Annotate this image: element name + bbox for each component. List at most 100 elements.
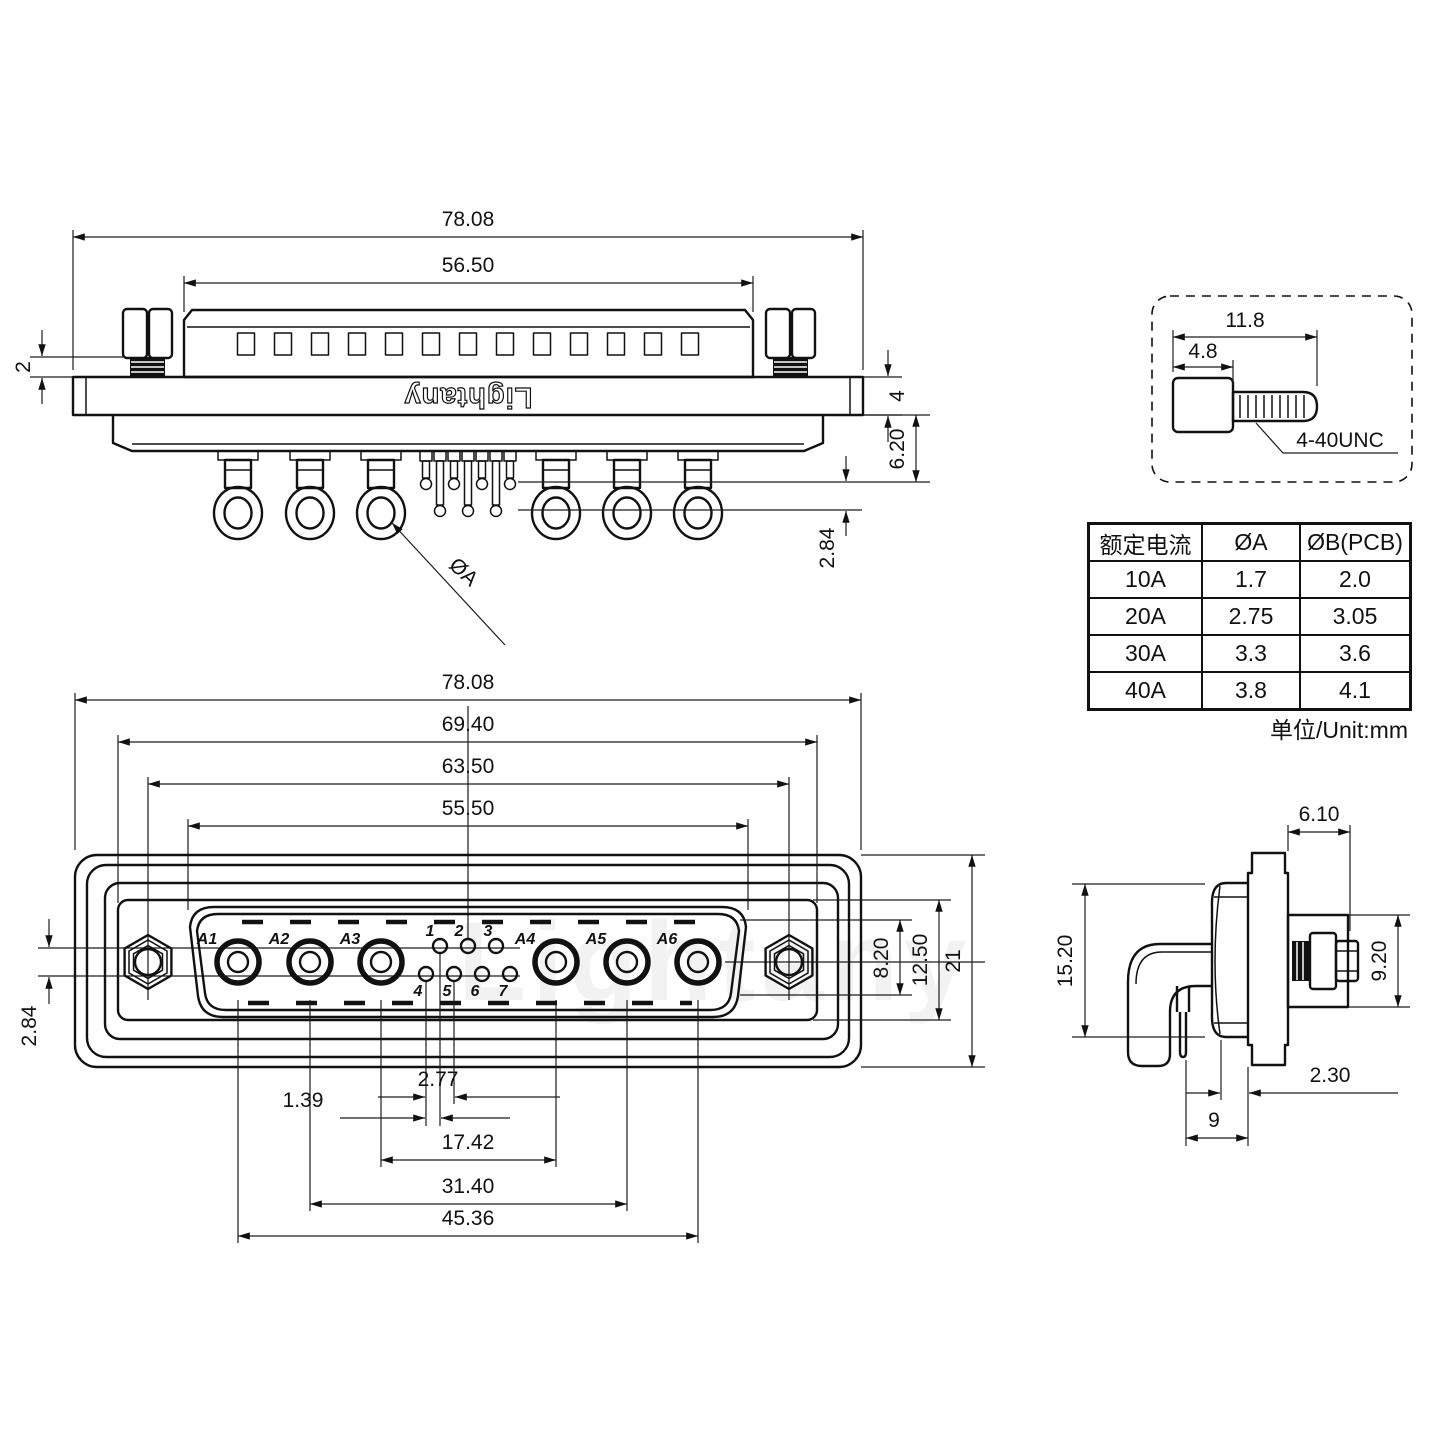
jack-screw-left	[121, 307, 174, 376]
table-row: 30A 3.3 3.6	[1087, 634, 1412, 673]
cell-dia-b: 3.05	[1299, 597, 1412, 636]
brand-logo-mirrored: Lightany	[404, 381, 533, 413]
table-header-dia-b: ØB(PCB)	[1299, 522, 1412, 562]
pin-label-1: 1	[426, 923, 435, 940]
dim-screw-length: 11.8	[1225, 309, 1264, 332]
pin-label-a5: A5	[585, 931, 608, 948]
table-row: 20A 2.75 3.05	[1087, 597, 1412, 636]
screw-head	[1171, 376, 1235, 434]
signal-pin	[489, 450, 503, 518]
signal-pin	[461, 450, 475, 518]
pin-label-4: 4	[413, 983, 423, 1000]
dim-front-span-a1-a6: 45.36	[442, 1207, 495, 1230]
hex-nut-left	[123, 933, 173, 991]
cell-dia-b: 3.6	[1299, 634, 1412, 673]
dim-screw-head-length: 4.8	[1188, 340, 1217, 363]
dim-top-flange-thickness: 4	[886, 390, 909, 402]
cell-dia-b: 4.1	[1299, 671, 1412, 711]
table-header-row: 额定电流 ØA ØB(PCB)	[1087, 522, 1412, 562]
pin-label-a3: A3	[339, 931, 361, 948]
dim-top-overall-width: 78.08	[442, 208, 495, 231]
housing-outer	[73, 853, 863, 1069]
cell-dia-a: 1.7	[1201, 560, 1301, 599]
dim-front-opening-height: 12.50	[909, 934, 932, 987]
table-row: 40A 3.8 4.1	[1087, 671, 1412, 711]
power-pins-front-view: A1 A2 A3 A4 A5 A6	[196, 931, 722, 986]
front-view: 78.08 69.40 63.50 55.50	[18, 671, 985, 1243]
dim-side-pin-to-flange: 9	[1208, 1109, 1220, 1132]
signal-pin	[475, 450, 489, 491]
side-view: 6.10	[1054, 803, 1410, 1146]
wire-slots	[236, 332, 700, 356]
thread-lines	[1239, 395, 1305, 418]
side-flange	[1246, 851, 1290, 1067]
detail-border	[1151, 295, 1413, 483]
top-view: 78.08 56.50	[12, 208, 930, 646]
signal-pin	[433, 450, 447, 518]
dim-side-rear-depth: 6.10	[1299, 803, 1340, 826]
pin-label-6: 6	[471, 983, 480, 1000]
unit-note: 单位/Unit:mm	[1270, 717, 1408, 743]
gasket	[116, 898, 819, 1022]
side-bent-pin	[1126, 942, 1212, 1068]
cell-dia-a: 3.8	[1201, 671, 1301, 711]
cell-current: 10A	[1087, 560, 1203, 599]
housing-shell	[85, 863, 851, 1059]
dim-front-overall-width: 78.08	[442, 671, 495, 694]
jack-screw-right	[764, 307, 817, 376]
dim-side-shell-height: 15.20	[1054, 935, 1077, 988]
d-shell-inner	[195, 912, 741, 1012]
eyelet-pin	[672, 450, 724, 541]
eyelet-pin	[601, 450, 653, 541]
pin-label-2: 2	[454, 923, 464, 940]
thread-spec-label: 4-40UNC	[1296, 429, 1384, 452]
hex-nut-right	[764, 933, 814, 991]
lower-shell	[111, 415, 825, 453]
eyelet-pin	[284, 450, 336, 541]
table-row: 10A 1.7 2.0	[1087, 560, 1412, 599]
cell-dia-a: 2.75	[1201, 597, 1301, 636]
pin-label-a6: A6	[656, 931, 678, 948]
dim-front-row-offset: 2.84	[18, 1005, 41, 1046]
cell-dia-b: 2.0	[1299, 560, 1412, 599]
d-shell-outer	[188, 905, 748, 1019]
pin-label-7: 7	[499, 983, 509, 1000]
dim-top-screw-gap: 2	[12, 361, 35, 373]
signal-pin	[503, 450, 517, 491]
signal-pin	[419, 450, 433, 491]
dim-front-span-a2-a5: 31.40	[442, 1175, 495, 1198]
pin-label-a1: A1	[196, 931, 218, 948]
side-rear-body	[1286, 913, 1350, 1009]
pin-label-3: 3	[484, 923, 493, 940]
pin-label-a4: A4	[514, 931, 536, 948]
side-screw	[1292, 931, 1360, 991]
signal-pins-top-view	[419, 450, 517, 518]
cell-dia-a: 3.3	[1201, 634, 1301, 673]
table-header-current: 额定电流	[1087, 522, 1203, 562]
insulator-body	[182, 308, 755, 379]
dim-side-screw-head-height: 9.20	[1368, 941, 1391, 982]
screw-thread-shaft	[1231, 390, 1319, 423]
dim-top-body-depth: 6.20	[886, 429, 909, 470]
dim-side-flange-offset: 2.30	[1310, 1064, 1351, 1087]
flange: Lightany	[71, 375, 865, 417]
dim-top-pin-tip-offset: 2.84	[816, 527, 839, 568]
screw-detail: 11.8 4.8 4-40UNC	[1151, 295, 1413, 483]
dim-front-span-a3-a4: 17.42	[442, 1131, 495, 1154]
dim-front-pin-pitch: 2.77	[418, 1068, 459, 1091]
eyelet-pin	[355, 450, 407, 541]
cell-current: 20A	[1087, 597, 1203, 636]
pin-label-a2: A2	[268, 931, 290, 948]
side-shell-nose	[1210, 881, 1248, 1039]
eyelet-pin	[212, 450, 264, 541]
table-header-dia-a: ØA	[1201, 522, 1301, 562]
dim-front-row-stagger: 1.39	[283, 1089, 324, 1112]
power-pins-top-view	[212, 450, 724, 541]
eyelet-pin	[530, 450, 582, 541]
signal-pins-front-view: 1 2 3 4 5 6 7	[413, 923, 519, 1000]
cell-current: 40A	[1087, 671, 1203, 711]
dim-top-body-width: 56.50	[442, 254, 495, 277]
dim-front-body-height: 21	[942, 949, 965, 972]
pin-label-5: 5	[443, 983, 453, 1000]
